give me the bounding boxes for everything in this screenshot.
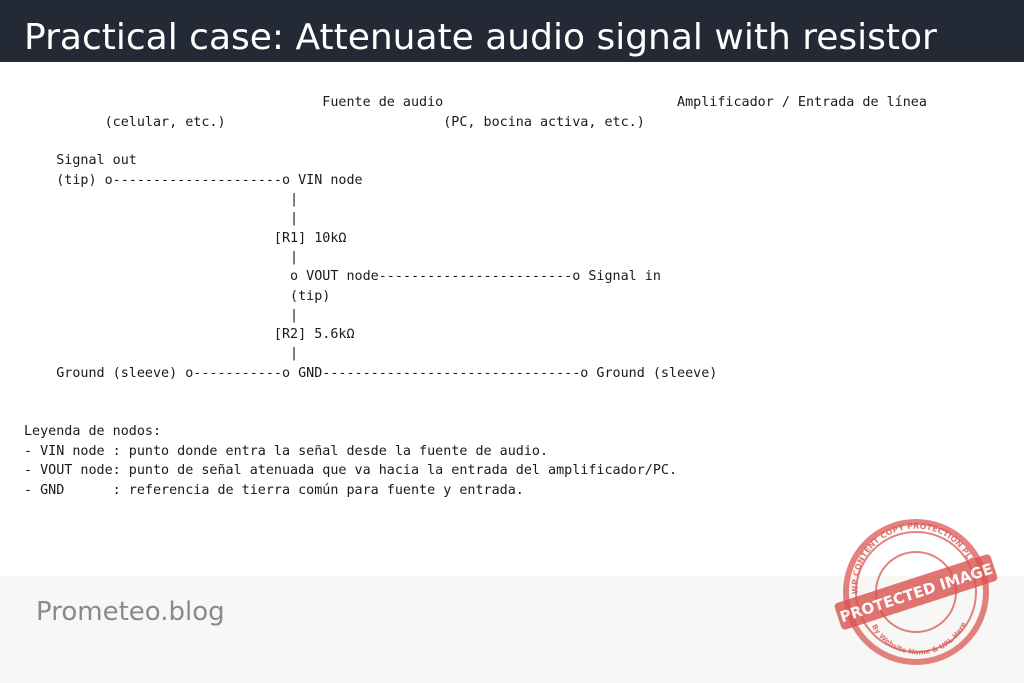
diagram-line: (tip) xyxy=(24,289,331,304)
diagram-line: Fuente de audio Amplificador / Entrada d… xyxy=(24,95,927,110)
diagram-line: (celular, etc.) (PC, bocina activa, etc.… xyxy=(24,115,645,130)
diagram-line: | xyxy=(24,192,299,207)
circuit-diagram: Fuente de audio Amplificador / Entrada d… xyxy=(0,62,1024,576)
legend-item: - VOUT node: punto de señal atenuada que… xyxy=(24,463,678,478)
header-bar: Practical case: Attenuate audio signal w… xyxy=(0,0,1024,62)
diagram-line: | xyxy=(24,308,299,323)
diagram-line: o VOUT node------------------------o Sig… xyxy=(24,269,661,284)
legend-item: - VIN node : punto donde entra la señal … xyxy=(24,444,549,459)
diagram-line: Signal out xyxy=(24,153,137,168)
diagram-line: | xyxy=(24,250,299,265)
diagram-line: Ground (sleeve) o-----------o GND-------… xyxy=(24,366,718,381)
diagram-line: | xyxy=(24,346,299,361)
diagram-line: (tip) o---------------------o VIN node xyxy=(24,173,363,188)
diagram-line: | xyxy=(24,211,299,226)
legend-title: Leyenda de nodos: xyxy=(24,424,162,439)
protected-image-stamp: WP CONTENT COPY PROTECTION PLUGIN By Web… xyxy=(834,519,998,665)
legend-item: - GND : referencia de tierra común para … xyxy=(24,483,524,498)
resistor-r1-label: [R1] 10kΩ xyxy=(24,231,347,246)
resistor-r2-label: [R2] 5.6kΩ xyxy=(24,327,355,342)
footer: Prometeo.blog xyxy=(0,576,1024,683)
page-title: Practical case: Attenuate audio signal w… xyxy=(24,17,937,58)
site-brand: Prometeo.blog xyxy=(36,597,225,627)
